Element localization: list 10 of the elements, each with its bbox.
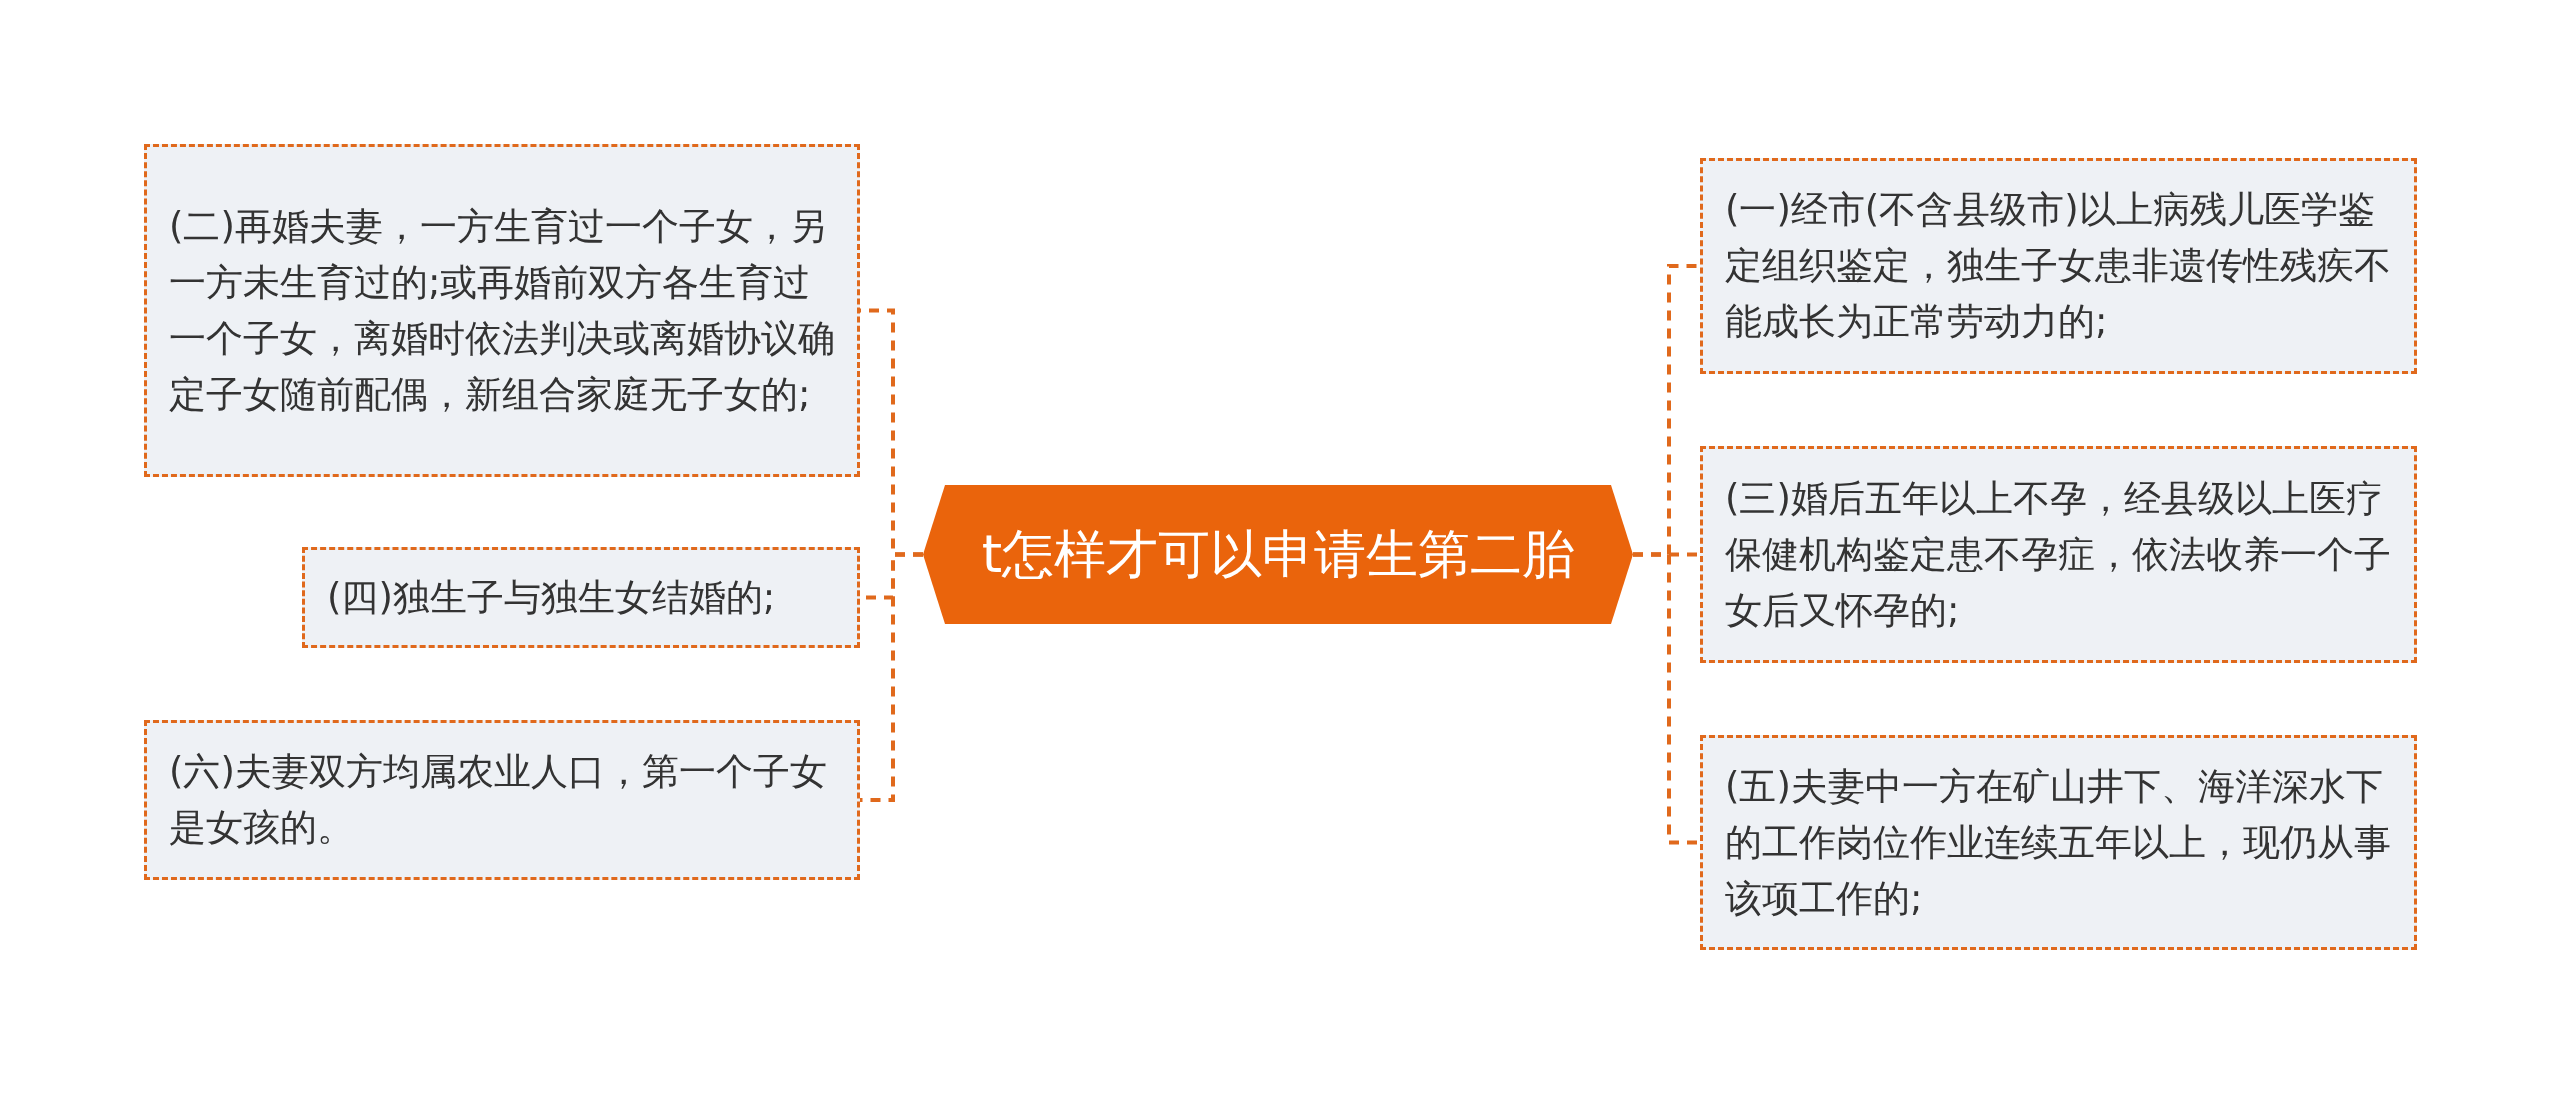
topic-text: t怎样才可以申请生第二胎	[981, 522, 1575, 586]
topic-hexagon	[923, 485, 1633, 624]
item-box: (五)夫妻中一方在矿山井下、海洋深水下的工作岗位作业连续五年以上，现仍从事该项工作的;	[1700, 735, 2417, 950]
item-box: (二)再婚夫妻，一方生育过一个子女，另一方未生育过的;或再婚前双方各生育过一个子女，离婚时依法判决或离婚协议确定子女随前配偶，新组合家庭无子女的;	[144, 144, 860, 477]
item-box: (三)婚后五年以上不孕，经县级以上医疗保健机构鉴定患不孕症，依法收养一个子女后又怀孕的;	[1700, 446, 2417, 663]
connector-line	[860, 552, 923, 802]
item-box: (六)夫妻双方均属农业人口，第一个子女是女孩的。	[144, 720, 860, 880]
item-box: (四)独生子与独生女结婚的;	[302, 547, 860, 648]
connector-line	[1633, 552, 1700, 845]
item-box: (一)经市(不含县级市)以上病残儿医学鉴定组织鉴定，独生子女患非遗传性残疾不能成长为正常劳动力的;	[1700, 158, 2417, 374]
